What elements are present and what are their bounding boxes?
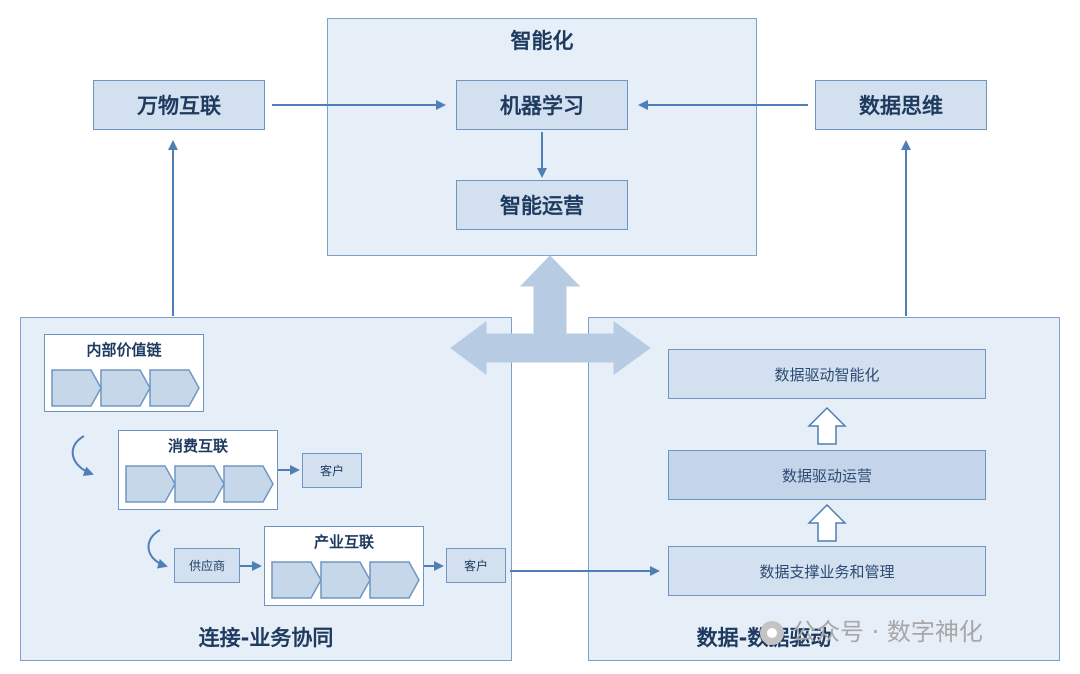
supplier-tag: 供应商 bbox=[174, 548, 240, 583]
chevron-shape bbox=[149, 369, 200, 407]
internal-value-chain-title: 内部价值链 bbox=[86, 341, 162, 359]
industrial-internet-chevrons bbox=[271, 561, 420, 599]
watermark: 公众号 · 数字神化 bbox=[760, 612, 983, 647]
internal-value-chain-chevrons bbox=[51, 369, 200, 407]
chevron-shape bbox=[100, 369, 151, 407]
chevron-shape bbox=[125, 465, 176, 503]
data-support-box: 数据支撑业务和管理 bbox=[668, 546, 986, 596]
chevron-shape bbox=[271, 561, 322, 599]
smart-ops-box: 智能运营 bbox=[456, 180, 628, 230]
industrial-internet-title: 产业互联 bbox=[313, 533, 374, 551]
data-thinking-box: 数据思维 bbox=[815, 80, 987, 130]
chevron-shape bbox=[223, 465, 274, 503]
consumer-internet-box: 消费互联 bbox=[118, 430, 278, 510]
machine-learning-box: 机器学习 bbox=[456, 80, 628, 130]
intelligence-panel-title: 智能化 bbox=[510, 29, 574, 53]
internal-value-chain-box: 内部价值链 bbox=[44, 334, 204, 412]
chevron-shape bbox=[320, 561, 371, 599]
consumer-internet-title: 消费互联 bbox=[167, 437, 228, 455]
chevron-shape bbox=[174, 465, 225, 503]
industrial-internet-box: 产业互联 bbox=[264, 526, 424, 606]
watermark-text: 公众号 · 数字神化 bbox=[792, 618, 983, 646]
data-driven-intelligence-box: 数据驱动智能化 bbox=[668, 349, 986, 399]
data-driven-ops-box: 数据驱动运营 bbox=[668, 450, 986, 500]
wechat-icon bbox=[760, 621, 784, 645]
iot-box: 万物互联 bbox=[93, 80, 265, 130]
customer-tag-1: 客户 bbox=[302, 453, 362, 488]
consumer-internet-chevrons bbox=[125, 465, 274, 503]
connection-panel-title: 连接-业务协同 bbox=[198, 626, 334, 650]
customer-tag-2: 客户 bbox=[446, 548, 506, 583]
chevron-shape bbox=[369, 561, 420, 599]
chevron-shape bbox=[51, 369, 102, 407]
